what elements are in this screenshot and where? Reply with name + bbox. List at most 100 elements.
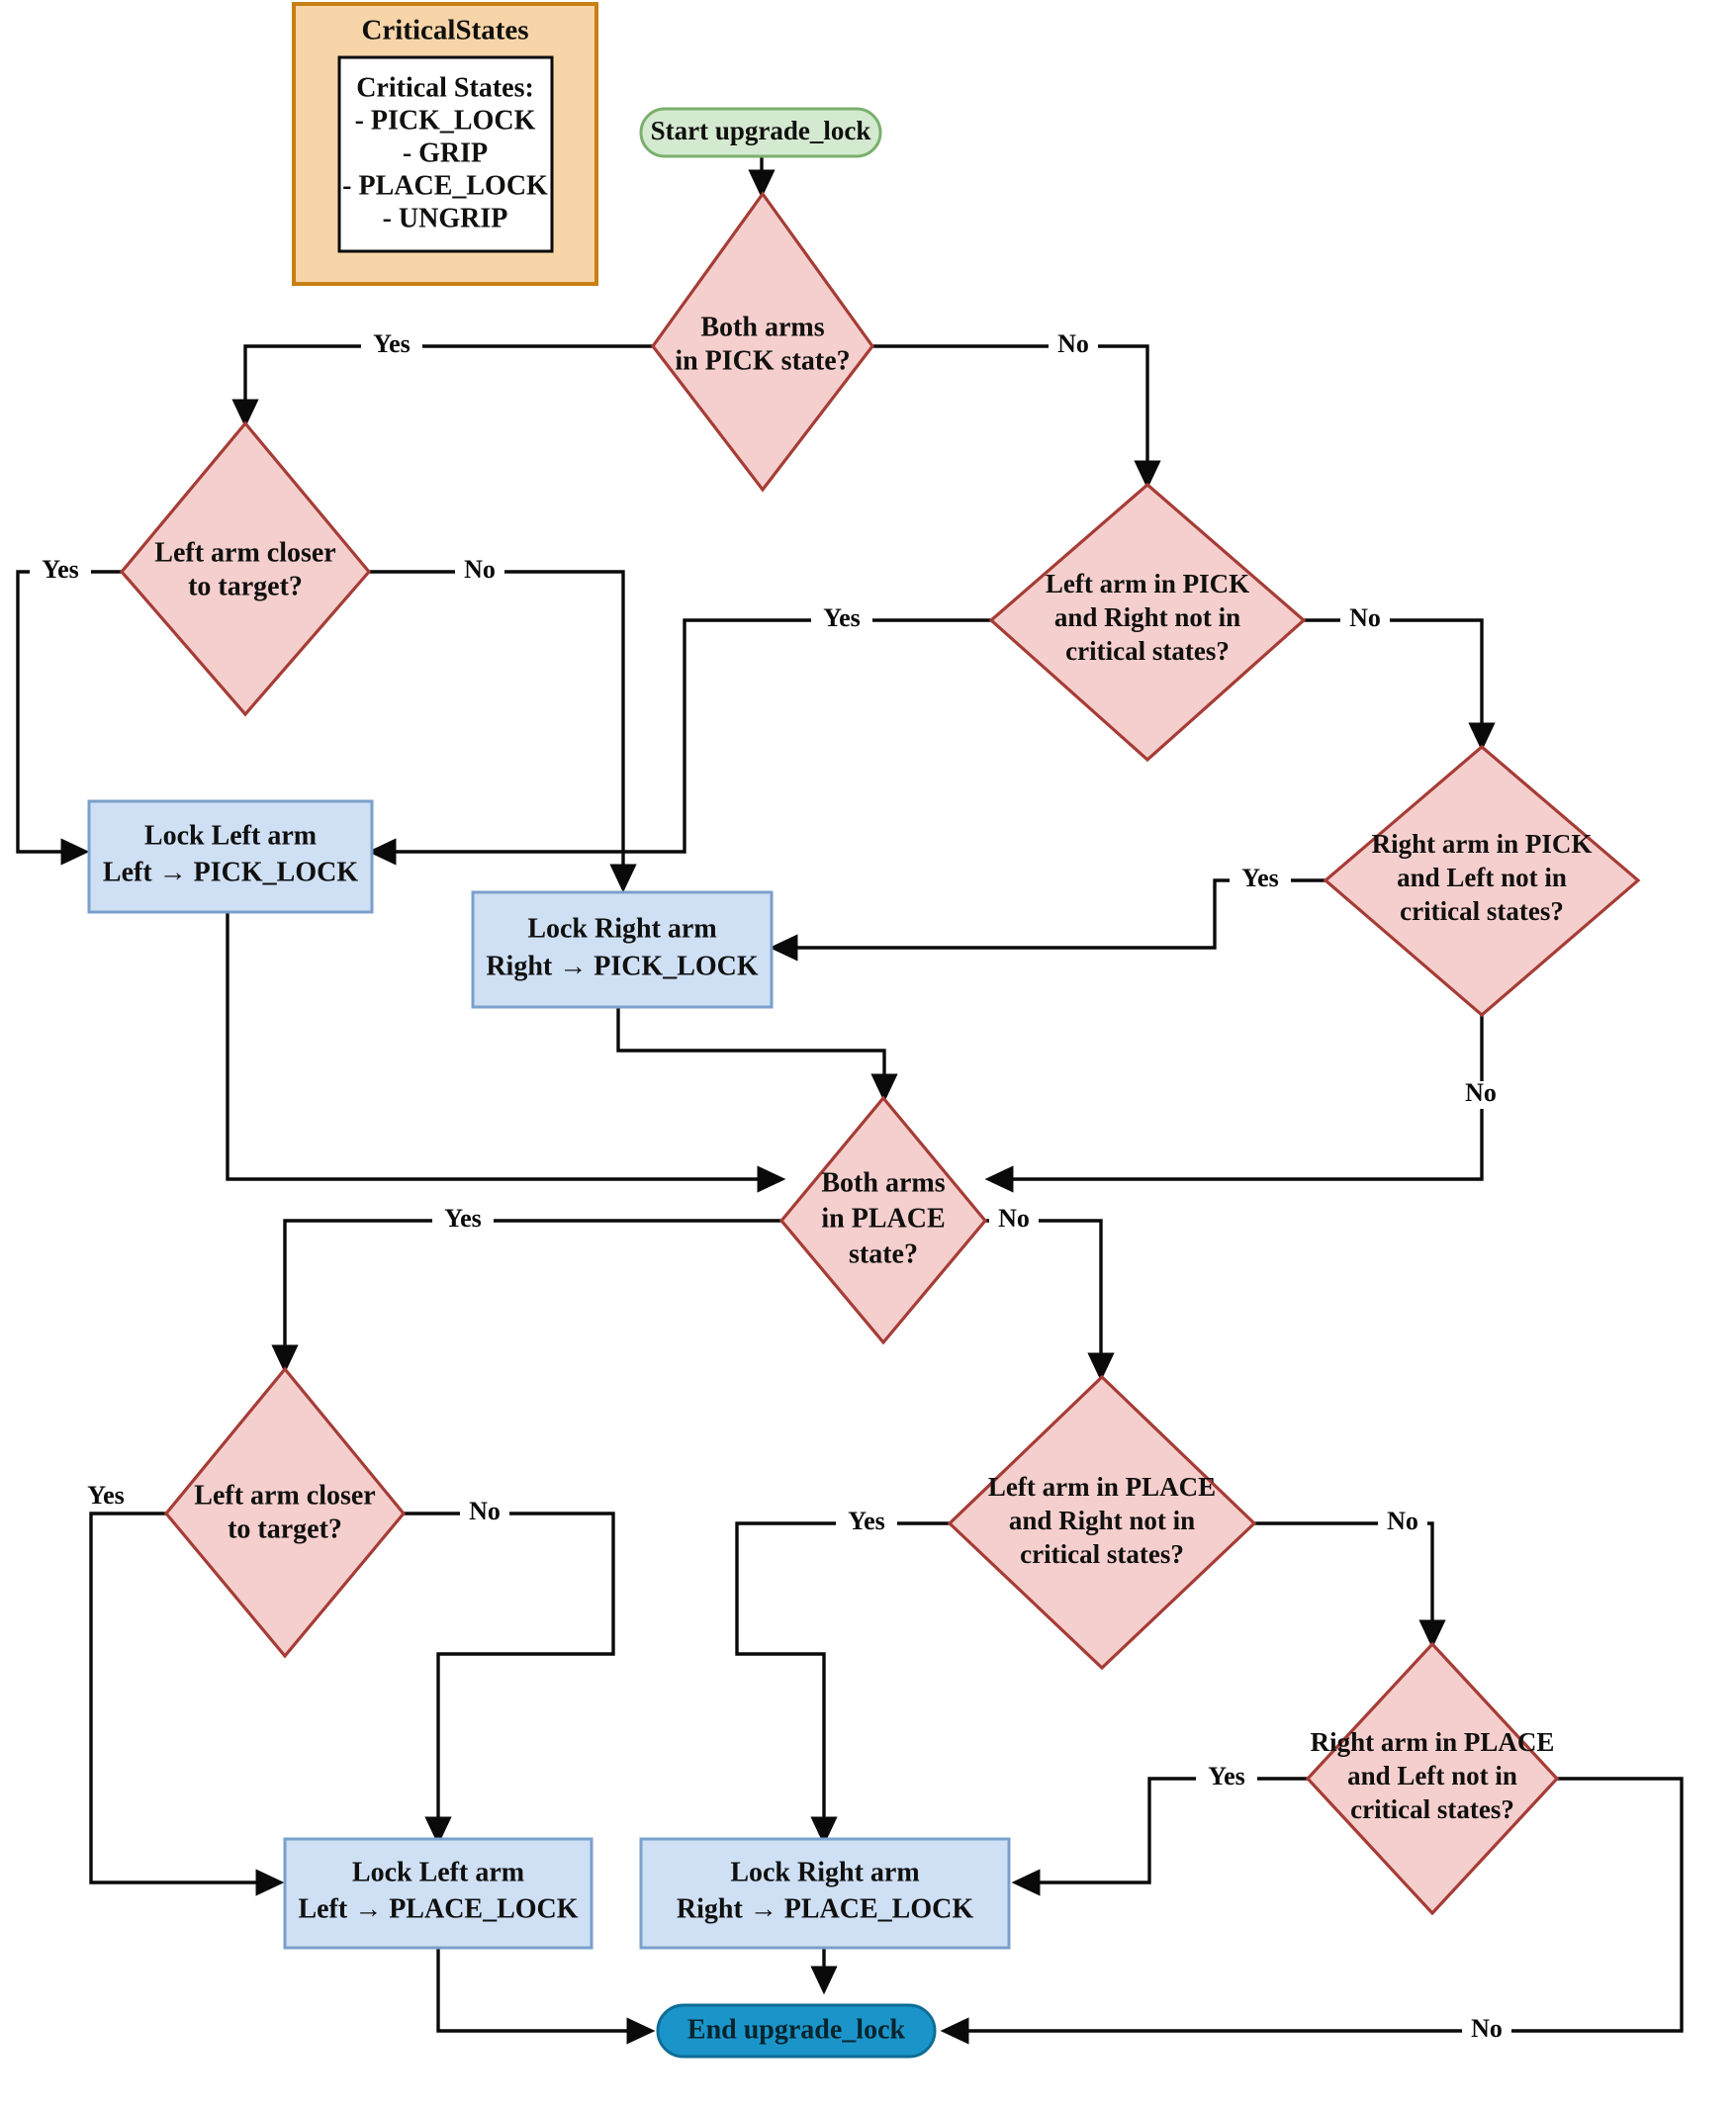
start-node-shape[interactable] (639, 107, 882, 158)
edge-label-left-pick-cond-yes: Yes (823, 603, 861, 632)
left-closer-pick-shape[interactable] (119, 420, 372, 717)
lock-left-place-shape[interactable] (283, 1837, 594, 1950)
node-lock-left-pick[interactable]: Lock Left arm Left → PICK_LOCK (87, 799, 374, 914)
lock-left-pick-line1: Lock Left arm (144, 820, 317, 851)
edge-label-bg-3 (455, 558, 504, 586)
edge-label-bg-14 (1196, 1765, 1257, 1792)
right-place-condition-line3: critical states? (1350, 1794, 1514, 1824)
left-closer-place-line2: to target? (228, 1514, 342, 1544)
lock-left-pick-line2: Left → PICK_LOCK (103, 857, 358, 887)
end-node-label: End upgrade_lock (687, 2014, 906, 2045)
node-lock-left-place[interactable]: Lock Left arm Left → PLACE_LOCK (283, 1837, 594, 1950)
edge-left-closer-place-yes (89, 1512, 285, 1896)
edge-both-pick-yes (231, 344, 653, 428)
left-pick-condition-shape[interactable] (988, 482, 1307, 763)
left-pick-condition-line3: critical states? (1065, 636, 1230, 666)
both-arms-pick-line1: Both arms (700, 312, 824, 342)
both-arms-place-line2: in PLACE (821, 1203, 945, 1234)
edge-label-both-place-yes: Yes (444, 1204, 482, 1233)
critical-states-note-line-1: - PICK_LOCK (355, 105, 536, 136)
edge-label-right-pick-cond-no: No (1465, 1078, 1497, 1107)
edge-lock-left-place-to-end (436, 1924, 656, 2045)
node-lock-right-pick[interactable]: Lock Right arm Right → PICK_LOCK (471, 890, 774, 1009)
critical-states-cluster: CriticalStates Critical States: - PICK_L… (292, 2, 598, 286)
lock-right-pick-shape[interactable] (471, 890, 774, 1009)
node-right-place-condition[interactable]: Right arm in PLACE and Left not in criti… (1305, 1641, 1560, 1916)
edge-label-bg-1 (1049, 332, 1098, 360)
edge-label-bg-12 (836, 1510, 897, 1537)
edge-label-both-place-no: No (998, 1204, 1030, 1233)
node-start[interactable]: Start upgrade_lock (639, 107, 882, 158)
both-arms-place-line1: Both arms (821, 1167, 945, 1198)
both-arms-pick-shape[interactable] (651, 191, 874, 493)
edge-lock-right-pick-to-both-place (616, 1007, 898, 1103)
lock-right-pick-line1: Lock Right arm (527, 913, 716, 944)
lock-right-pick-line2: Right → PICK_LOCK (486, 951, 759, 981)
edge-label-left-closer-pick-no: No (464, 555, 496, 584)
edge-label-bg-11 (460, 1500, 509, 1527)
left-place-condition-shape[interactable] (947, 1374, 1257, 1671)
right-place-condition-line2: and Left not in (1347, 1761, 1517, 1790)
left-closer-place-line1: Left arm closer (194, 1480, 375, 1511)
node-left-pick-condition[interactable]: Left arm in PICK and Right not in critic… (988, 482, 1307, 763)
node-both-arms-place[interactable]: Both arms in PLACE state? (778, 1095, 988, 1345)
edge-left-place-cond-yes (735, 1521, 950, 1846)
lock-right-place-line1: Lock Right arm (730, 1857, 919, 1887)
critical-states-note-line-0: Critical States: (356, 72, 534, 103)
edge-label-bg-15 (1462, 2017, 1511, 2045)
edge-label-both-pick-no: No (1057, 329, 1089, 358)
edge-label-left-place-cond-no: No (1387, 1507, 1418, 1535)
left-place-condition-line3: critical states? (1020, 1539, 1184, 1569)
lock-left-place-line1: Lock Left arm (352, 1857, 524, 1887)
node-left-closer-place[interactable]: Left arm closer to target? (163, 1366, 407, 1659)
right-pick-condition-line1: Right arm in PICK (1372, 829, 1593, 859)
critical-states-note-line-3: - PLACE_LOCK (342, 170, 548, 201)
edge-label-bg-0 (361, 332, 422, 360)
edge-lock-left-pick-to-both-place (226, 912, 786, 1193)
edge-label-bg-4 (811, 606, 872, 634)
critical-states-title: CriticalStates (361, 15, 528, 46)
lock-left-pick-shape[interactable] (87, 799, 374, 914)
node-left-place-condition[interactable]: Left arm in PLACE and Right not in criti… (947, 1374, 1257, 1671)
edge-label-bg-6 (1230, 867, 1291, 894)
node-end[interactable]: End upgrade_lock (656, 2003, 937, 2059)
left-closer-place-shape[interactable] (163, 1366, 407, 1659)
edge-label-bg-10 (75, 1484, 137, 1512)
lock-right-place-shape[interactable] (639, 1837, 1011, 1950)
right-pick-condition-shape[interactable] (1323, 744, 1641, 1018)
edge-label-right-pick-cond-yes: Yes (1241, 864, 1279, 892)
right-place-condition-shape[interactable] (1305, 1641, 1560, 1916)
node-both-arms-pick[interactable]: Both arms in PICK state? (651, 191, 874, 493)
right-place-condition-line1: Right arm in PLACE (1311, 1727, 1555, 1757)
edge-label-right-place-cond-yes: Yes (1208, 1762, 1245, 1790)
both-arms-place-line3: state? (849, 1239, 918, 1269)
edge-label-bg-9 (989, 1207, 1039, 1235)
edge-label-bg-13 (1378, 1510, 1427, 1537)
edge-label-bg-5 (1340, 606, 1390, 634)
left-place-condition-line2: and Right not in (1009, 1506, 1195, 1535)
edge-left-closer-place-no (404, 1512, 615, 1846)
edge-label-left-closer-place-yes: Yes (87, 1481, 125, 1510)
left-closer-pick-line1: Left arm closer (154, 537, 335, 568)
critical-states-note-box (337, 55, 554, 253)
node-right-pick-condition[interactable]: Right arm in PICK and Left not in critic… (1323, 744, 1641, 1018)
edge-left-place-cond-no (1254, 1521, 1446, 1649)
edge-label-bg-2 (30, 558, 91, 586)
both-arms-place-shape[interactable] (778, 1095, 988, 1345)
node-left-closer-pick[interactable]: Left arm closer to target? (119, 420, 372, 717)
edge-label-bg-7 (1456, 1081, 1506, 1109)
node-lock-right-place[interactable]: Lock Right arm Right → PLACE_LOCK (639, 1837, 1011, 1950)
start-node-label: Start upgrade_lock (651, 116, 871, 145)
end-node-shape[interactable] (656, 2003, 937, 2059)
edge-label-left-closer-pick-yes: Yes (42, 555, 79, 584)
critical-states-note-line-2: - GRIP (403, 138, 488, 168)
lock-right-place-line2: Right → PLACE_LOCK (677, 1893, 973, 1924)
edge-left-closer-pick-no (369, 570, 637, 893)
edge-both-place-yes (271, 1219, 781, 1374)
edge-label-left-pick-cond-no: No (1349, 603, 1381, 632)
edge-label-both-pick-yes: Yes (373, 329, 411, 358)
left-pick-condition-line1: Left arm in PICK (1046, 569, 1249, 598)
edge-right-pick-cond-no (984, 1015, 1484, 1193)
